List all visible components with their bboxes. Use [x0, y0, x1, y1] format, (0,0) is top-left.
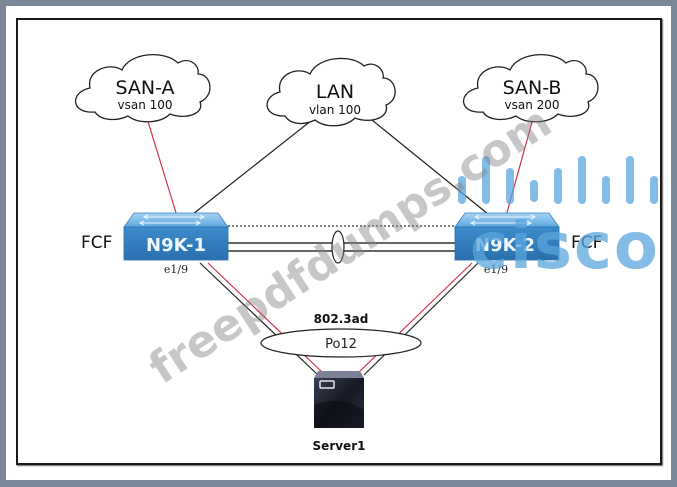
server-drive-icon: [319, 380, 335, 389]
server-sheen: [314, 400, 364, 428]
port-channel-ellipse: [260, 328, 422, 358]
cloud-subtitle: vlan 100: [309, 103, 361, 117]
switch-front: [454, 226, 560, 261]
cloud-icon: [74, 53, 211, 123]
switch-port: e1/9: [484, 263, 508, 276]
switch-role-n9k-1: FCF: [81, 233, 112, 253]
port-channel-name: Po12: [325, 337, 357, 352]
switch-name: N9K-2: [475, 235, 535, 256]
switch-n9k-1[interactable]: N9K-1 e1/9: [123, 212, 229, 276]
link-san-a-n9k1: [145, 114, 178, 217]
cisco-logo-watermark: cisco: [458, 156, 660, 284]
switch-name: N9K-1: [146, 235, 206, 256]
cloud-title: LAN: [316, 81, 354, 103]
link-n9k2-server-eth: [363, 262, 479, 376]
switch-role-n9k-2: FCF: [571, 233, 602, 253]
switch-top: [123, 212, 229, 228]
switch-front: [123, 226, 229, 261]
server-top: [314, 371, 364, 378]
port-channel-protocol: 802.3ad: [314, 312, 369, 326]
cloud-title: SAN-A: [115, 77, 174, 99]
cisco-bars-icon: [458, 156, 658, 204]
cloud-subtitle: vsan 200: [504, 98, 559, 112]
switch-port: e1/9: [164, 263, 188, 276]
link-lan-n9k2: [371, 119, 489, 215]
server-name: Server1: [313, 439, 366, 453]
cloud-icon: [462, 53, 599, 123]
cloud-san-a: SAN-A vsan 100: [74, 53, 211, 123]
link-n9k1-server-eth: [199, 262, 319, 376]
cloud-title: SAN-B: [503, 77, 562, 99]
cloud-san-b: SAN-B vsan 200: [462, 53, 599, 123]
peer-link-bundle: [331, 230, 345, 264]
switch-n9k-2[interactable]: N9K-2 e1/9: [454, 212, 560, 276]
cloud-subtitle: vsan 100: [117, 98, 172, 112]
link-n9k2-server-fc: [357, 262, 473, 374]
link-lan-n9k1: [192, 119, 313, 215]
cloud-lan: LAN vlan 100: [266, 57, 396, 127]
cloud-icon: [266, 57, 396, 127]
server-server1[interactable]: Server1: [313, 371, 366, 453]
switch-arrows-icon: [469, 214, 537, 226]
switch-arrows-icon: [138, 214, 206, 226]
cisco-wordmark: cisco: [470, 210, 660, 284]
